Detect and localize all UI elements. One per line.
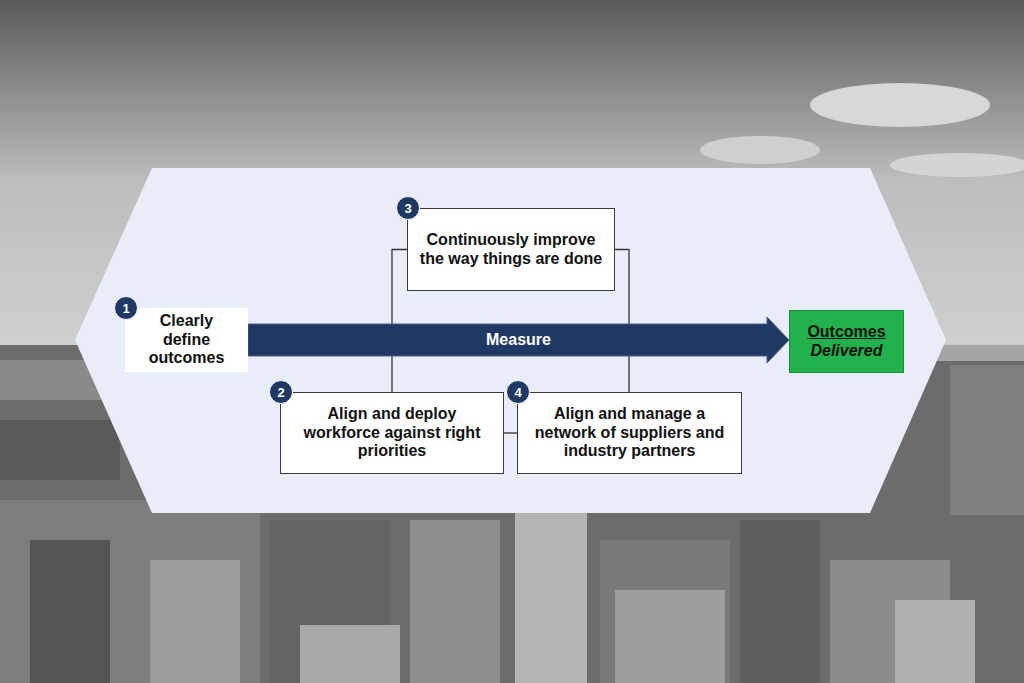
process-box: Continuously improve the way things are …: [407, 208, 615, 291]
building: [150, 560, 240, 683]
outcome-box: OutcomesDelivered: [789, 310, 904, 373]
connector-line: [615, 250, 629, 393]
node-text: Delivered: [810, 342, 882, 360]
cloud: [700, 136, 820, 164]
edge-label: Measure: [482, 331, 555, 349]
building: [615, 590, 725, 683]
building: [600, 540, 730, 683]
cloud: [810, 83, 990, 127]
building: [950, 365, 1024, 515]
node-text: Outcomes: [807, 323, 885, 341]
panel-hexagon: [75, 168, 946, 513]
connector-line: [392, 250, 407, 393]
building: [0, 420, 120, 480]
process-box: Align and manage a network of suppliers …: [517, 392, 742, 474]
node-text: Align and manage a network of suppliers …: [526, 405, 733, 460]
building: [30, 540, 110, 683]
node-text: Continuously improve the way things are …: [416, 231, 606, 268]
building: [740, 520, 820, 683]
node-text: Clearly define outcomes: [135, 312, 238, 367]
building: [0, 500, 260, 683]
node-text: Align and deploy workforce against right…: [289, 405, 495, 460]
building: [895, 600, 975, 683]
measure-arrow: [248, 317, 789, 363]
tower: [515, 505, 587, 683]
start-box: Clearly define outcomes: [125, 308, 248, 372]
connector-line: [504, 432, 517, 433]
building: [410, 520, 500, 683]
building: [300, 625, 400, 683]
cloud: [890, 153, 1024, 177]
process-box: Align and deploy workforce against right…: [280, 392, 504, 474]
